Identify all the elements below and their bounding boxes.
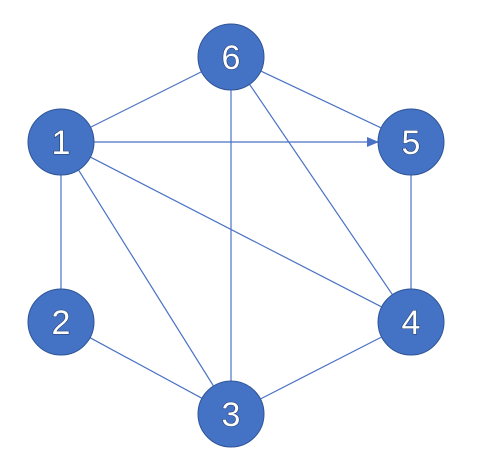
node-4: 4 (377, 288, 445, 356)
node-circle (27, 108, 95, 176)
node-1: 1 (27, 108, 95, 176)
edge-1-3 (77, 169, 215, 387)
node-label: 1 (52, 124, 71, 162)
edge-2-3 (89, 337, 203, 399)
edges-layer (60, 70, 412, 400)
node-label: 5 (402, 124, 421, 162)
node-label: 6 (222, 39, 241, 77)
node-label: 4 (402, 304, 421, 342)
node-circle (197, 23, 265, 91)
edge-3-4 (260, 336, 382, 400)
nodes-layer: 1 2 3 4 5 6 (27, 23, 445, 448)
node-circle (197, 380, 265, 448)
edge-6-5 (260, 70, 382, 129)
node-6: 6 (197, 23, 265, 91)
node-label: 3 (222, 396, 241, 434)
node-5: 5 (377, 108, 445, 176)
edge-1-6 (90, 71, 202, 128)
node-2: 2 (27, 288, 95, 356)
node-circle (377, 108, 445, 176)
node-3: 3 (197, 380, 265, 448)
edge-6-4 (249, 83, 393, 296)
node-circle (27, 288, 95, 356)
edge-1-4 (90, 156, 382, 308)
node-label: 2 (52, 304, 71, 342)
node-circle (377, 288, 445, 356)
